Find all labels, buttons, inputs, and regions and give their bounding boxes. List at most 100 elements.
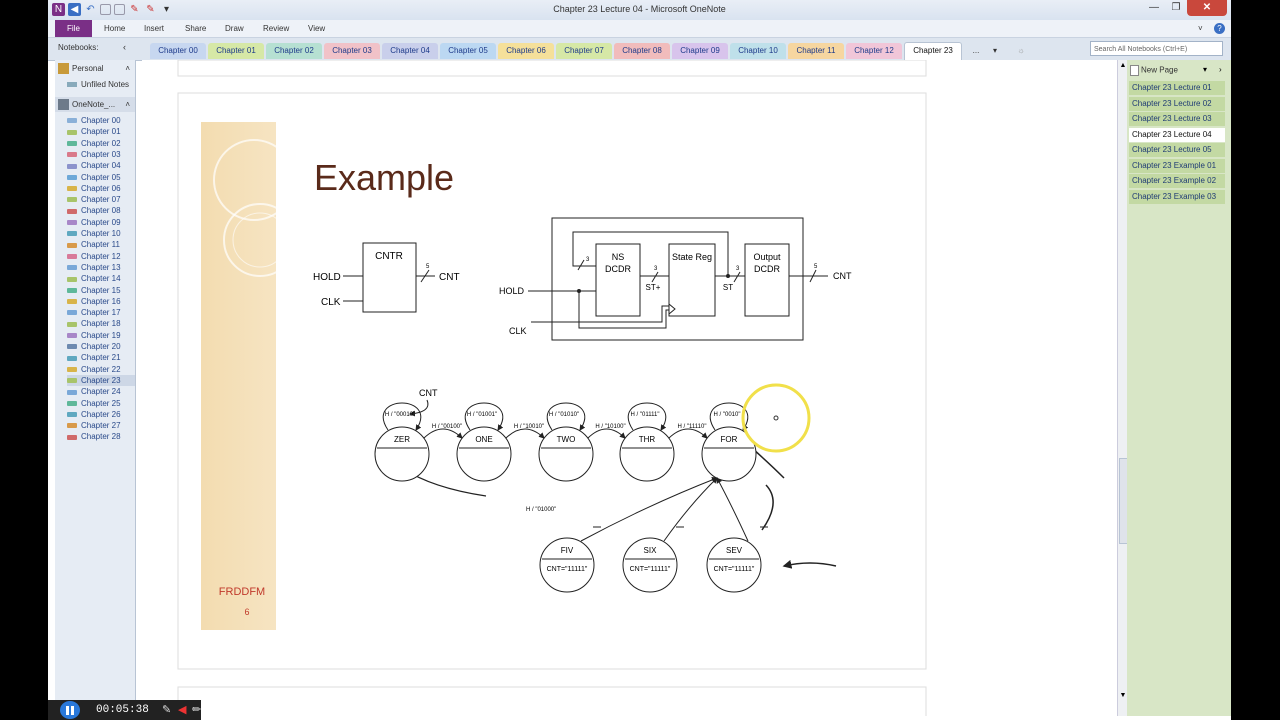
tab-view[interactable]: View	[308, 24, 326, 33]
section-tab[interactable]: Chapter 11	[788, 43, 844, 59]
minimize-icon[interactable]: —	[1149, 2, 1159, 13]
restore-icon[interactable]: ❐	[1171, 2, 1181, 13]
section-tab[interactable]: Chapter 04	[382, 43, 438, 59]
section-icon	[67, 378, 77, 384]
tab-draw[interactable]: Draw	[225, 24, 244, 33]
page-tab[interactable]: Chapter 23 Lecture 05	[1129, 143, 1225, 157]
section-tab[interactable]: Chapter 08	[614, 43, 670, 59]
section-tab[interactable]: Chapter 01	[208, 43, 264, 59]
page-tab[interactable]: Chapter 23 Example 01	[1129, 158, 1225, 173]
section-item[interactable]: Chapter 01	[67, 126, 135, 137]
section-item[interactable]: Chapter 00	[67, 115, 135, 126]
section-tab[interactable]: Chapter 09	[672, 43, 728, 59]
scroll-down-icon[interactable]: ▼	[1119, 692, 1127, 699]
section-item[interactable]: Chapter 22	[67, 364, 135, 375]
notebook-onenote[interactable]: OneNote_... ˄	[55, 97, 135, 112]
pen-red-icon[interactable]: ✎	[130, 4, 139, 15]
section-item[interactable]: Chapter 04	[67, 160, 135, 171]
section-item[interactable]: Chapter 24	[67, 386, 135, 397]
transition-arrow	[668, 428, 708, 439]
collapse-icon[interactable]: ˄	[125, 64, 130, 73]
section-item[interactable]: Chapter 03	[67, 149, 135, 160]
undo-icon[interactable]: ↶	[86, 4, 95, 15]
dock-icon[interactable]	[100, 4, 111, 15]
section-item[interactable]: Chapter 05	[67, 172, 135, 183]
section-item[interactable]: Chapter 15	[67, 285, 135, 296]
section-item-label: Chapter 20	[81, 342, 121, 351]
page-tab[interactable]: Chapter 23 Lecture 04	[1129, 127, 1225, 142]
tab-insert[interactable]: Insert	[144, 24, 165, 33]
section-item[interactable]: Chapter 26	[67, 409, 135, 420]
help-icon[interactable]: ?	[1214, 23, 1225, 34]
section-item[interactable]: Chapter 08	[67, 205, 135, 216]
unfiled-notes[interactable]: Unfiled Notes	[67, 79, 135, 90]
section-item[interactable]: Chapter 18	[67, 318, 135, 329]
section-item[interactable]: Chapter 07	[67, 194, 135, 205]
section-item[interactable]: Chapter 17	[67, 307, 135, 318]
collapse-icon[interactable]: ˄	[125, 100, 130, 109]
section-item[interactable]: Chapter 27	[67, 420, 135, 431]
section-tab[interactable]: Chapter 00	[150, 43, 206, 59]
new-page-dropdown-icon[interactable]: ▾	[1203, 65, 1208, 74]
mute-icon[interactable]: ◀	[178, 704, 187, 716]
back-icon[interactable]: ◀	[68, 3, 81, 16]
notebook-pane: Personal ˄ Unfiled Notes OneNote_... ˄ C…	[55, 60, 136, 710]
transition-arrow	[580, 477, 718, 542]
section-item[interactable]: Chapter 28	[67, 431, 135, 442]
page-tab[interactable]: Chapter 23 Lecture 01	[1129, 81, 1225, 95]
section-item[interactable]: Chapter 06	[67, 183, 135, 194]
notebook-personal[interactable]: Personal ˄	[55, 63, 135, 75]
file-tab[interactable]: File	[55, 20, 92, 37]
page-icon[interactable]	[114, 4, 125, 15]
page-tab[interactable]: Chapter 23 Lecture 02	[1129, 96, 1225, 111]
clk-label: CLK	[321, 297, 341, 308]
tab-share[interactable]: Share	[185, 24, 207, 33]
page-tab[interactable]: Chapter 23 Example 03	[1129, 189, 1225, 204]
section-item[interactable]: Chapter 19	[67, 330, 135, 341]
section-item[interactable]: Chapter 11	[67, 239, 135, 250]
search-input[interactable]: Search All Notebooks (Ctrl+E)	[1090, 41, 1223, 56]
section-tab[interactable]: Chapter 12	[846, 43, 902, 59]
page-canvas[interactable]: FRDDFM 6 Example CNTR HOLD CLK 5 CNT NS …	[142, 59, 1117, 720]
customize-qat-icon[interactable]: ▾	[163, 4, 170, 15]
section-item[interactable]: Chapter 20	[67, 341, 135, 352]
section-item[interactable]: Chapter 23	[67, 374, 135, 386]
section-tab[interactable]: Chapter 07	[556, 43, 612, 59]
ns-label: NS	[612, 252, 625, 262]
section-item[interactable]: Chapter 10	[67, 228, 135, 239]
tab-review[interactable]: Review	[263, 24, 290, 33]
draw-icon[interactable]: ✏	[192, 704, 202, 716]
ribbon-expand-icon[interactable]: ˅	[1198, 24, 1203, 33]
section-tab-active[interactable]: Chapter 23	[904, 42, 962, 60]
scroll-up-icon[interactable]: ▲	[1119, 62, 1127, 69]
section-tab[interactable]: Chapter 10	[730, 43, 786, 59]
new-page-button[interactable]: New Page	[1130, 65, 1178, 76]
highlighter-icon[interactable]: ✎	[146, 4, 155, 15]
section-item[interactable]: Chapter 09	[67, 217, 135, 228]
sections-dropdown-icon[interactable]: ▾	[992, 46, 997, 55]
collapse-notebooks-icon[interactable]: ‹	[123, 42, 126, 52]
more-sections-tab[interactable]: ...	[972, 46, 980, 55]
section-item[interactable]: Chapter 13	[67, 262, 135, 273]
section-item[interactable]: Chapter 16	[67, 296, 135, 307]
page-tab[interactable]: Chapter 23 Example 02	[1129, 174, 1225, 188]
pause-icon[interactable]	[60, 701, 80, 719]
clock-triangle	[668, 303, 676, 315]
close-icon[interactable]: ✕	[1187, 0, 1227, 16]
section-item[interactable]: Chapter 25	[67, 398, 135, 409]
section-item[interactable]: Chapter 12	[67, 251, 135, 262]
section-tab[interactable]: Chapter 03	[324, 43, 380, 59]
section-tab[interactable]: Chapter 02	[266, 43, 322, 59]
expand-pane-icon[interactable]: ›	[1219, 65, 1222, 74]
section-item[interactable]: Chapter 14	[67, 273, 135, 284]
clk-wire	[531, 305, 669, 323]
section-item[interactable]: Chapter 02	[67, 138, 135, 149]
pen-icon[interactable]: ✎	[162, 704, 172, 716]
new-section-icon[interactable]: ☼	[1017, 46, 1025, 55]
tab-home[interactable]: Home	[104, 24, 126, 33]
section-item[interactable]: Chapter 21	[67, 352, 135, 363]
section-tab[interactable]: Chapter 06	[498, 43, 554, 59]
state-label: ZER	[394, 435, 410, 444]
page-tab[interactable]: Chapter 23 Lecture 03	[1129, 112, 1225, 126]
section-tab[interactable]: Chapter 05	[440, 43, 496, 59]
